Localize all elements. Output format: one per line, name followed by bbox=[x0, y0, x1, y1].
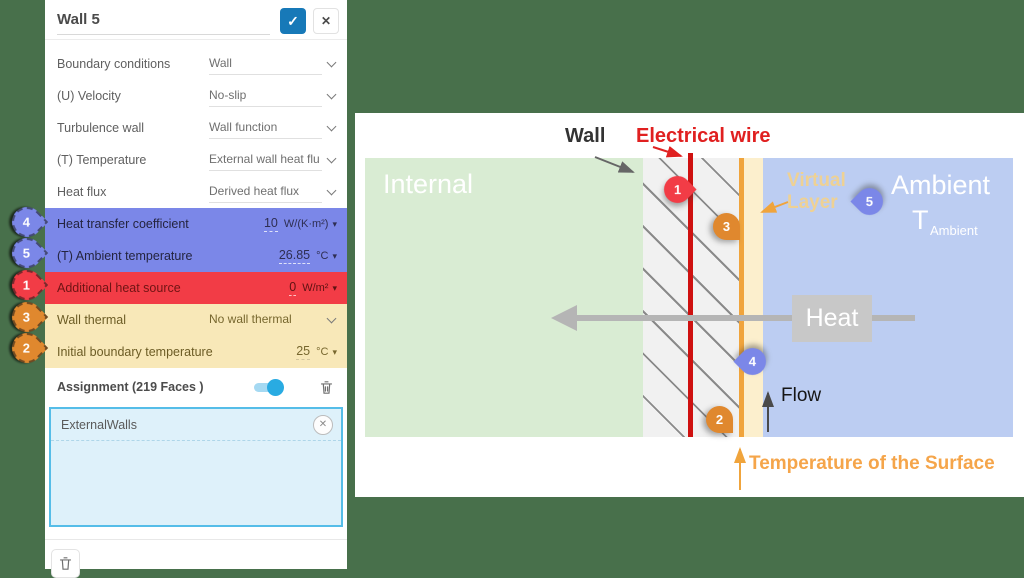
unit-label: °C bbox=[316, 346, 329, 358]
t-ambient-symbol: T bbox=[912, 205, 929, 235]
select-value: No-slip bbox=[209, 85, 322, 107]
surface-temperature-label: Temperature of the Surface bbox=[749, 453, 995, 474]
field-label: Additional heat source bbox=[57, 281, 181, 295]
select-value: Wall function bbox=[209, 117, 322, 139]
boundary-conditions-select[interactable]: Wall bbox=[209, 53, 337, 75]
field-label: Heat transfer coefficient bbox=[57, 217, 189, 231]
row-wall-thermal: Wall thermal No wall thermal bbox=[45, 304, 347, 336]
caret-down-icon: ▾ bbox=[332, 346, 337, 357]
x-icon: ✕ bbox=[318, 419, 328, 430]
callout-pin-2: 2 bbox=[5, 326, 49, 370]
panel-title-row: Wall 5 ✓ ✕ bbox=[45, 0, 347, 40]
unit-label: W/m² bbox=[302, 282, 329, 294]
chevron-down-icon bbox=[326, 153, 337, 163]
assignment-list: ExternalWalls ✕ bbox=[49, 407, 343, 527]
chevron-down-icon bbox=[326, 185, 337, 195]
assignment-item[interactable]: ExternalWalls ✕ bbox=[51, 409, 341, 441]
internal-label: Internal bbox=[383, 169, 474, 199]
diagram-pin-2: 2 bbox=[706, 406, 733, 433]
close-icon: ✕ bbox=[320, 14, 332, 28]
remove-assignment-icon[interactable]: ✕ bbox=[313, 414, 333, 435]
select-value: No wall thermal bbox=[209, 312, 292, 326]
row-velocity: (U) Velocity No-slip bbox=[45, 80, 347, 112]
t-ambient-subscript: Ambient bbox=[930, 223, 978, 238]
heat-transfer-coefficient-input[interactable]: 10 W/(K·m²) ▾ bbox=[197, 216, 337, 232]
field-label: (T) Temperature bbox=[57, 153, 147, 167]
electrical-wire-line bbox=[688, 153, 693, 437]
callout-pin-5: 5 bbox=[5, 231, 49, 275]
boundary-condition-panel: Wall 5 ✓ ✕ Boundary conditions Wall (U) … bbox=[45, 0, 347, 578]
caret-down-icon: ▾ bbox=[332, 282, 337, 293]
unit-label: °C bbox=[316, 250, 329, 262]
surface-line bbox=[739, 158, 744, 437]
confirm-button[interactable]: ✓ bbox=[280, 8, 306, 34]
trash-icon bbox=[59, 557, 72, 570]
field-value: 26.85 bbox=[278, 248, 311, 264]
chevron-down-icon bbox=[326, 57, 337, 67]
chevron-down-icon bbox=[326, 121, 337, 131]
wall-label: Wall bbox=[565, 125, 606, 147]
row-boundary-conditions: Boundary conditions Wall bbox=[45, 48, 347, 80]
field-label: (U) Velocity bbox=[57, 89, 121, 103]
assignment-label: Assignment (219 Faces ) bbox=[57, 380, 204, 394]
chevron-down-icon bbox=[326, 313, 337, 323]
row-heat-flux: Heat flux Derived heat flux bbox=[45, 176, 347, 208]
row-heat-transfer-coefficient: Heat transfer coefficient 10 W/(K·m²) ▾ bbox=[45, 208, 347, 240]
name-input[interactable]: Wall 5 bbox=[57, 8, 270, 35]
select-value: External wall heat flu bbox=[209, 149, 322, 171]
temperature-select[interactable]: External wall heat flu bbox=[209, 149, 337, 171]
caret-down-icon: ▾ bbox=[332, 218, 337, 229]
unit-label: W/(K·m²) bbox=[283, 218, 329, 230]
additional-heat-source-input[interactable]: 0 W/m² ▾ bbox=[197, 280, 337, 296]
assignment-item-name: ExternalWalls bbox=[61, 417, 137, 432]
heat-box: Heat bbox=[792, 295, 872, 342]
divider bbox=[45, 539, 347, 540]
delete-assignment-icon[interactable] bbox=[318, 379, 335, 396]
field-label: Boundary conditions bbox=[57, 57, 171, 71]
callout-pin-1: 1 bbox=[5, 263, 49, 307]
toggle-knob bbox=[267, 378, 284, 396]
wire-pointer-arrow bbox=[652, 146, 683, 158]
check-icon: ✓ bbox=[287, 12, 299, 29]
field-label: Wall thermal bbox=[57, 313, 126, 327]
heat-flux-select[interactable]: Derived heat flux bbox=[209, 181, 337, 203]
diagram-pin-3: 3 bbox=[713, 213, 740, 240]
ambient-label: Ambient bbox=[891, 170, 991, 200]
select-value: Wall bbox=[209, 53, 322, 75]
field-value: 25 bbox=[296, 344, 311, 360]
field-label: Heat flux bbox=[57, 185, 107, 199]
row-temperature: (T) Temperature External wall heat flu bbox=[45, 144, 347, 176]
virtual-layer-label: Virtual Layer bbox=[787, 170, 846, 213]
virtual-layer-zone bbox=[744, 158, 763, 437]
field-label: Initial boundary temperature bbox=[57, 345, 213, 359]
row-ambient-temperature: (T) Ambient temperature 26.85 °C ▾ bbox=[45, 240, 347, 272]
chevron-down-icon bbox=[326, 89, 337, 99]
electrical-wire-label: Electrical wire bbox=[636, 125, 771, 147]
field-label: Turbulence wall bbox=[57, 121, 145, 135]
caret-down-icon: ▾ bbox=[332, 250, 337, 261]
row-turbulence-wall: Turbulence wall Wall function bbox=[45, 112, 347, 144]
close-button[interactable]: ✕ bbox=[313, 8, 339, 34]
wall-heat-diagram: Internal Wall Electrical wire Virtual La… bbox=[355, 113, 1024, 497]
turbulence-wall-select[interactable]: Wall function bbox=[209, 117, 337, 139]
field-value: 0 bbox=[289, 280, 297, 296]
row-additional-heat-source: Additional heat source 0 W/m² ▾ bbox=[45, 272, 347, 304]
assignment-toggle[interactable] bbox=[254, 378, 284, 396]
row-initial-boundary-temperature: Initial boundary temperature 25 °C ▾ bbox=[45, 336, 347, 368]
internal-zone bbox=[365, 158, 643, 437]
field-label: (T) Ambient temperature bbox=[57, 249, 193, 263]
assignment-row: Assignment (219 Faces ) bbox=[45, 374, 347, 400]
heat-label: Heat bbox=[805, 304, 859, 332]
select-value: Derived heat flux bbox=[209, 181, 322, 203]
settings-form: Boundary conditions Wall (U) Velocity No… bbox=[45, 40, 347, 368]
flow-label: Flow bbox=[781, 385, 822, 406]
ambient-temperature-input[interactable]: 26.85 °C ▾ bbox=[197, 248, 337, 264]
initial-boundary-temperature-input[interactable]: 25 °C ▾ bbox=[213, 344, 337, 360]
field-value: 10 bbox=[263, 216, 278, 232]
delete-boundary-condition-button[interactable] bbox=[51, 549, 80, 578]
wall-thermal-select[interactable]: No wall thermal bbox=[209, 309, 337, 331]
velocity-select[interactable]: No-slip bbox=[209, 85, 337, 107]
